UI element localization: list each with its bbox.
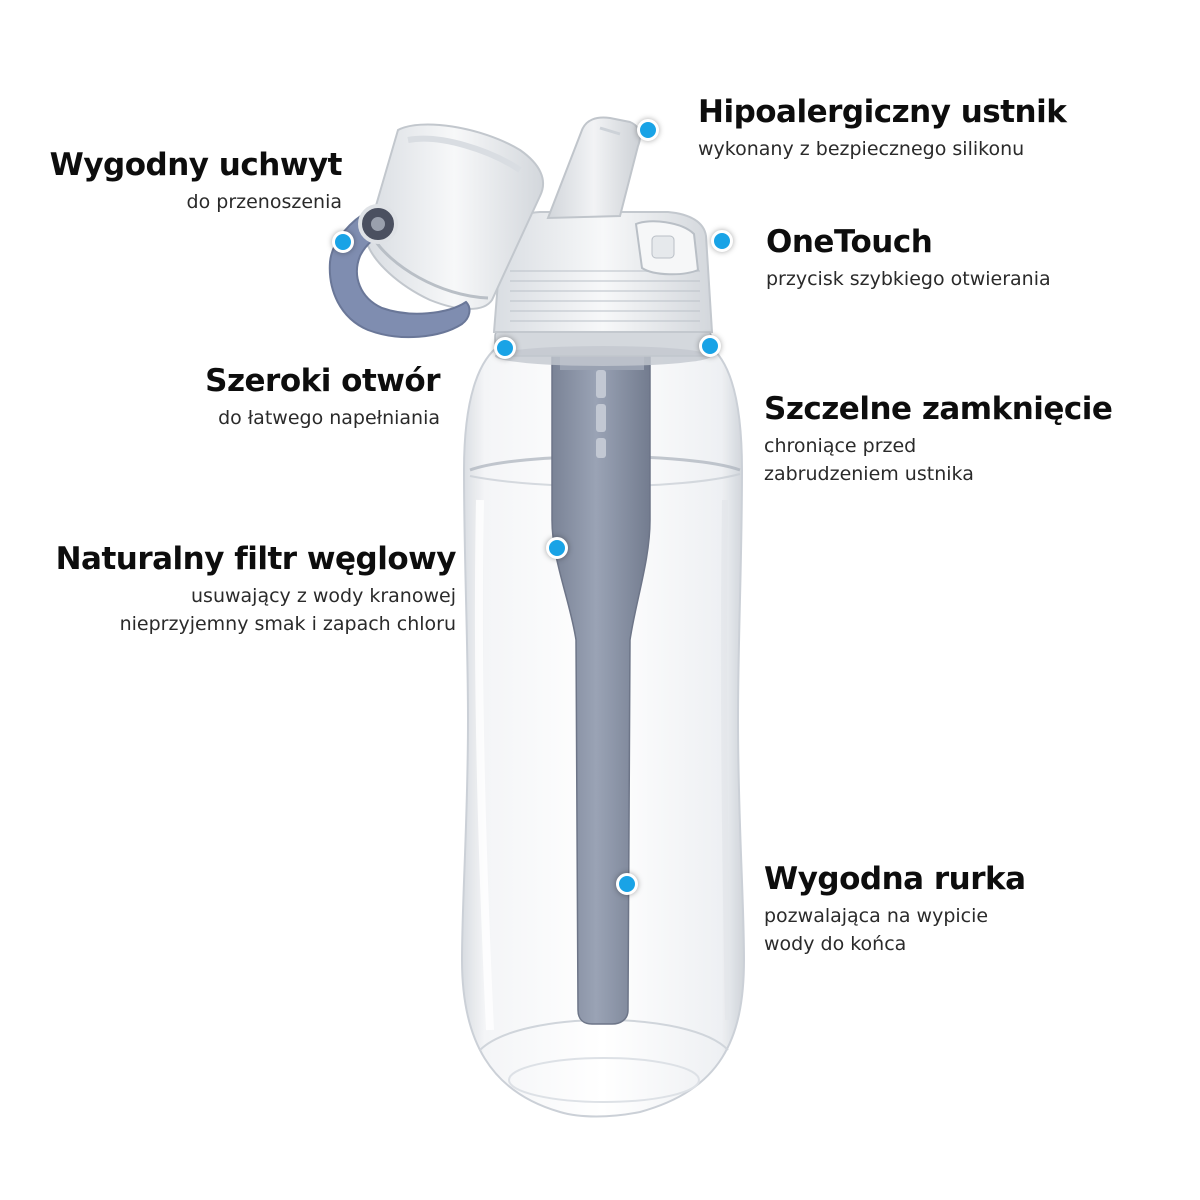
- neck-ring: [494, 329, 712, 366]
- callout-mouthpiece: Hipoalergiczny ustnik wykonany z bezpiec…: [698, 93, 1067, 163]
- callout-title: Hipoalergiczny ustnik: [698, 94, 1067, 130]
- mouthpiece-spout: [546, 116, 641, 220]
- callout-desc-line: pozwalająca na wypicie: [764, 905, 989, 927]
- callout-title: Szczelne zamknięcie: [764, 391, 1113, 427]
- marker-carbon-filter: [546, 537, 568, 559]
- carry-strap: [328, 204, 471, 339]
- callout-handle: Wygodny uchwyt do przenoszenia: [49, 146, 343, 216]
- marker-handle: [332, 231, 354, 253]
- callout-desc-line: nieprzyjemny smak i zapach chloru: [119, 613, 456, 635]
- callout-desc: usuwający z wody kranowej nieprzyjemny s…: [56, 582, 456, 638]
- callout-desc: przycisk szybkiego otwierania: [766, 268, 1051, 290]
- callout-straw: Wygodna rurka pozwalająca na wypicie wod…: [764, 860, 1026, 958]
- callout-title: Szeroki otwór: [205, 363, 440, 399]
- marker-straw: [616, 873, 638, 895]
- flip-lid: [364, 123, 545, 310]
- callout-desc-line: wody do końca: [764, 933, 907, 955]
- marker-wide-opening: [494, 337, 516, 359]
- callout-desc: wykonany z bezpiecznego silikonu: [698, 138, 1025, 160]
- marker-seal: [699, 335, 721, 357]
- cap: [492, 211, 714, 333]
- callout-title: OneTouch: [766, 224, 933, 260]
- marker-onetouch: [711, 230, 733, 252]
- callout-carbon-filter: Naturalny filtr węglowy usuwający z wody…: [55, 540, 457, 638]
- callout-title: Naturalny filtr węglowy: [55, 541, 457, 577]
- callout-wide-opening: Szeroki otwór do łatwego napełniania: [205, 362, 440, 432]
- callout-desc: do łatwego napełniania: [218, 407, 440, 429]
- callout-desc-line: zabrudzeniem ustnika: [764, 463, 974, 485]
- callout-title: Wygodna rurka: [764, 861, 1026, 897]
- callout-title: Wygodny uchwyt: [49, 147, 343, 183]
- callout-desc-line: chroniące przed: [764, 435, 917, 457]
- callout-desc-line: usuwający z wody kranowej: [191, 585, 456, 607]
- marker-mouthpiece: [637, 119, 659, 141]
- callout-seal: Szczelne zamknięcie chroniące przed zabr…: [764, 390, 1113, 488]
- callout-desc: pozwalająca na wypicie wody do końca: [764, 902, 1026, 958]
- callout-onetouch: OneTouch przycisk szybkiego otwierania: [766, 223, 1051, 293]
- callout-desc: chroniące przed zabrudzeniem ustnika: [764, 432, 1112, 488]
- callout-desc: do przenoszenia: [186, 191, 342, 213]
